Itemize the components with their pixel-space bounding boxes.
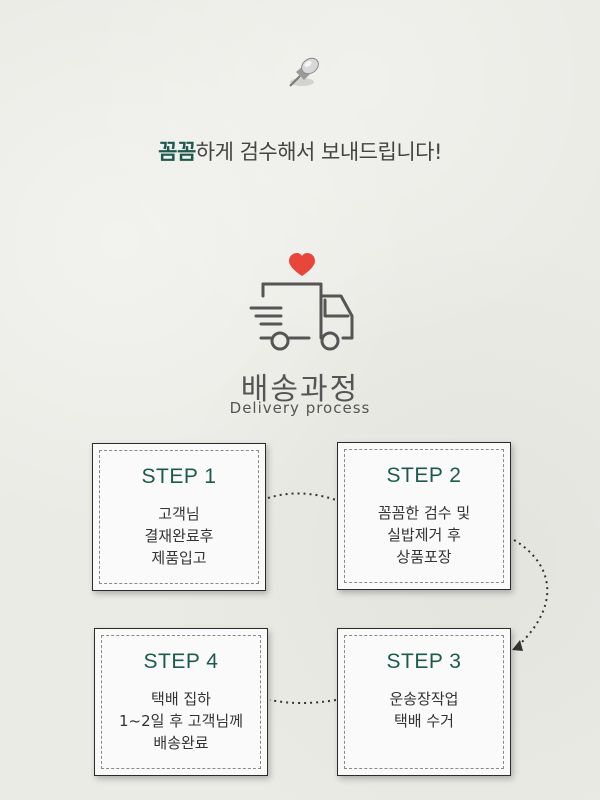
step-card-frame: STEP 2 꼼꼼한 검수 및 실밥제거 후 상품포장 (344, 449, 504, 583)
heart-icon (289, 253, 315, 276)
step-card-1: STEP 1 고객님 결재완료후 제품입고 (92, 443, 266, 591)
step-line: 배송완료 (153, 734, 209, 752)
step-card-frame: STEP 1 고객님 결재완료후 제품입고 (99, 450, 259, 584)
connector-3-4 (269, 699, 337, 704)
step-description: 고객님 결재완료후 제품입고 (144, 503, 213, 569)
step-card-3: STEP 3 운송장작업 택배 수거 (337, 628, 511, 776)
connector-1-2 (267, 492, 337, 501)
step-line: 운송장작업 (389, 690, 459, 708)
step-line: 결재완료후 (144, 527, 214, 545)
step-description: 운송장작업 택배 수거 (389, 688, 458, 732)
step-description: 꼼꼼한 검수 및 실밥제거 후 상품포장 (378, 502, 470, 568)
step-label: STEP 3 (386, 650, 462, 673)
connector-2-3 (513, 539, 549, 647)
pushpin-icon (289, 57, 319, 87)
arrow-head (512, 640, 523, 651)
section-subtitle: Delivery process (229, 399, 371, 417)
step-line: 고객님 (158, 505, 200, 523)
step-line: 택배 집하 (151, 690, 211, 708)
delivery-truck-icon (249, 253, 354, 351)
step-card-frame: STEP 3 운송장작업 택배 수거 (344, 635, 504, 769)
step-line: 상품포장 (396, 548, 452, 566)
step-card-4: STEP 4 택배 집하 1~2일 후 고객님께 배송완료 (94, 628, 268, 776)
section-title: 배송과정 (240, 372, 360, 407)
step-description: 택배 집하 1~2일 후 고객님께 배송완료 (119, 688, 243, 754)
headline-accent: 꼼꼼 (158, 140, 196, 164)
headline-rest: 하게 검수해서 보내드립니다! (195, 140, 443, 164)
step-label: STEP 2 (386, 464, 462, 487)
step-line: 제품입고 (151, 549, 207, 567)
step-card-2: STEP 2 꼼꼼한 검수 및 실밥제거 후 상품포장 (337, 442, 511, 590)
step-line: 꼼꼼한 검수 및 (377, 504, 471, 522)
step-line: 1~2일 후 고객님께 (119, 712, 243, 730)
step-label: STEP 4 (143, 650, 219, 673)
step-label: STEP 1 (141, 465, 217, 488)
step-card-frame: STEP 4 택배 집하 1~2일 후 고객님께 배송완료 (101, 635, 261, 769)
headline: 꼼꼼하게 검수해서 보내드립니다! (0, 136, 600, 166)
step-line: 택배 수거 (394, 712, 454, 730)
step-line: 실밥제거 후 (387, 526, 461, 544)
